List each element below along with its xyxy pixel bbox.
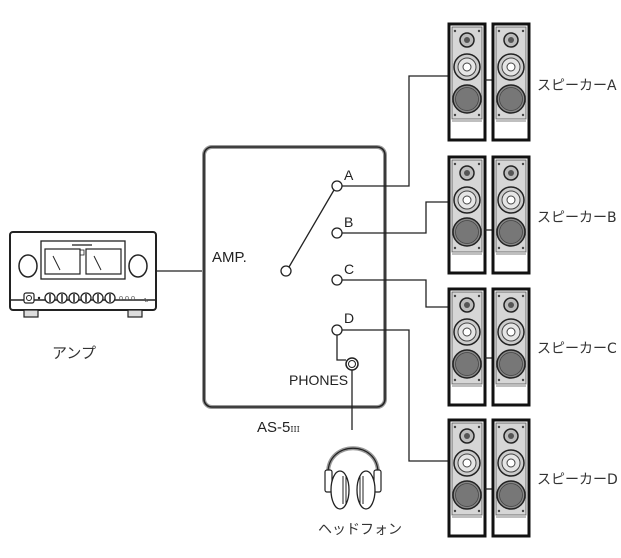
switch-common-terminal [280,265,292,277]
cable-c [342,279,449,308]
headphones-label: ヘッドフォン [318,522,402,538]
amplifier: Ъ [9,231,157,318]
terminal-c [331,274,343,286]
volume-knob-right [128,254,148,278]
speaker-pair-d [447,418,531,538]
speaker-pair-a [447,22,531,142]
amp-input-label: AMP. [212,249,247,266]
svg-text:Ъ: Ъ [144,298,148,304]
speaker-pair-b [447,155,531,275]
model-label: AS-5III [257,419,300,436]
output-label-a: A [344,167,354,183]
cable-a [342,75,449,187]
output-label-b: B [344,214,353,230]
cable-b [342,201,449,234]
terminal-a [331,180,343,192]
headphones-icon [324,446,382,510]
output-label-d: D [344,310,354,326]
speaker-label-a: スピーカーA [537,78,617,94]
speaker-label-b: スピーカーB [537,210,617,226]
speaker-label-d: スピーカーD [537,472,618,488]
phones-label: PHONES [289,372,348,388]
terminal-d [331,324,343,336]
switch-box [202,145,387,409]
terminal-b [331,227,343,239]
speaker-pair-c [447,287,531,407]
output-label-c: C [344,261,354,277]
amp-label: アンプ [52,344,96,362]
speaker-label-c: スピーカーC [537,341,617,357]
cable-d [342,329,449,462]
switch-lever [288,189,335,268]
volume-knob-left [18,254,38,278]
